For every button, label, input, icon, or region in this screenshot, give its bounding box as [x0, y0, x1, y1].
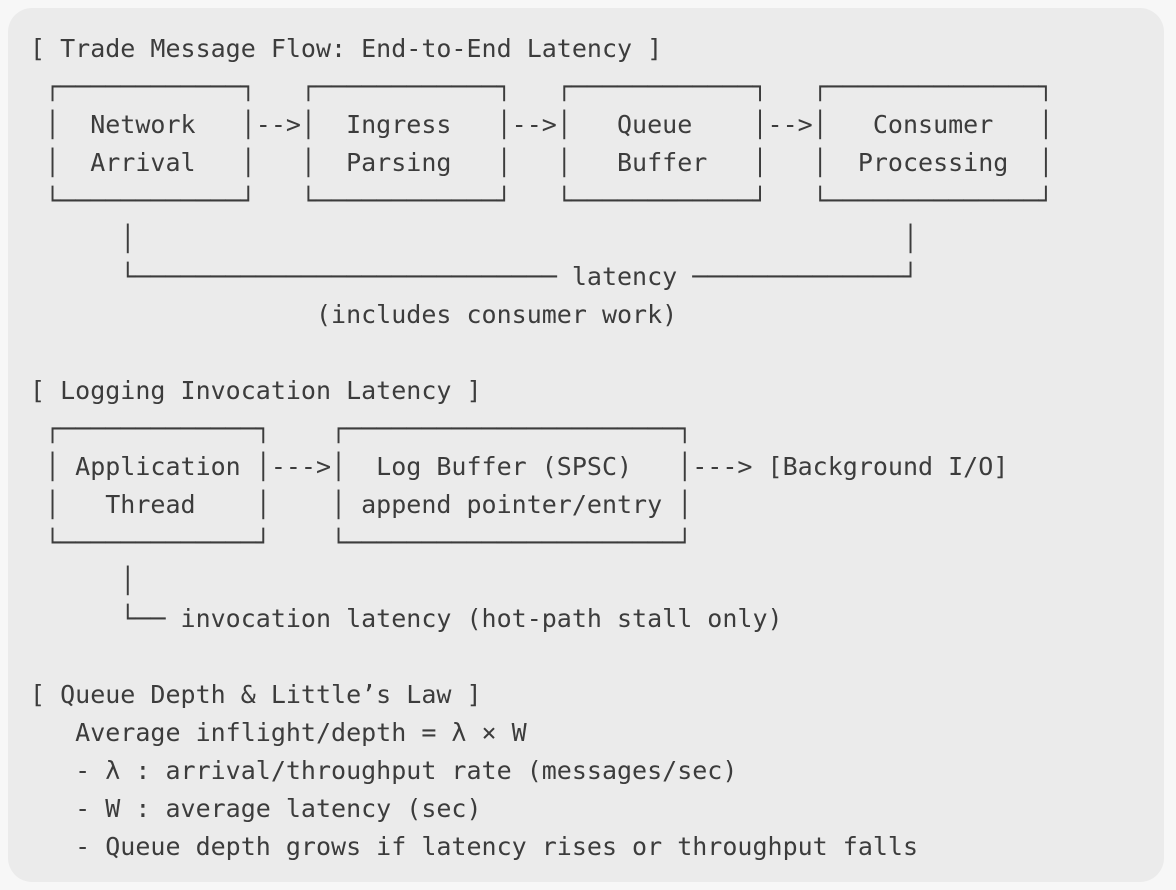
section-trade-message-flow: [ Trade Message Flow: End-to-End Latency…: [30, 30, 1164, 334]
ascii-art-trade-message-flow: ┌────────────┐ ┌────────────┐ ┌─────────…: [45, 72, 1054, 329]
section-title-trade-message-flow: [ Trade Message Flow: End-to-End Latency…: [30, 34, 663, 63]
ascii-art-logging-invocation-latency: ┌─────────────┐ ┌──────────────────────┐…: [45, 414, 1009, 633]
section-title-queue-depth-littles-law: [ Queue Depth & Little’s Law ]: [30, 680, 482, 709]
section-title-logging-invocation-latency: [ Logging Invocation Latency ]: [30, 376, 482, 405]
section-queue-depth-littles-law: [ Queue Depth & Little’s Law ] Average i…: [30, 676, 1164, 866]
diagram-panel: [ Trade Message Flow: End-to-End Latency…: [8, 8, 1164, 882]
ascii-art-queue-depth-littles-law: Average inflight/depth = λ × W - λ : arr…: [75, 718, 919, 861]
section-logging-invocation-latency: [ Logging Invocation Latency ] ┌────────…: [30, 372, 1164, 638]
